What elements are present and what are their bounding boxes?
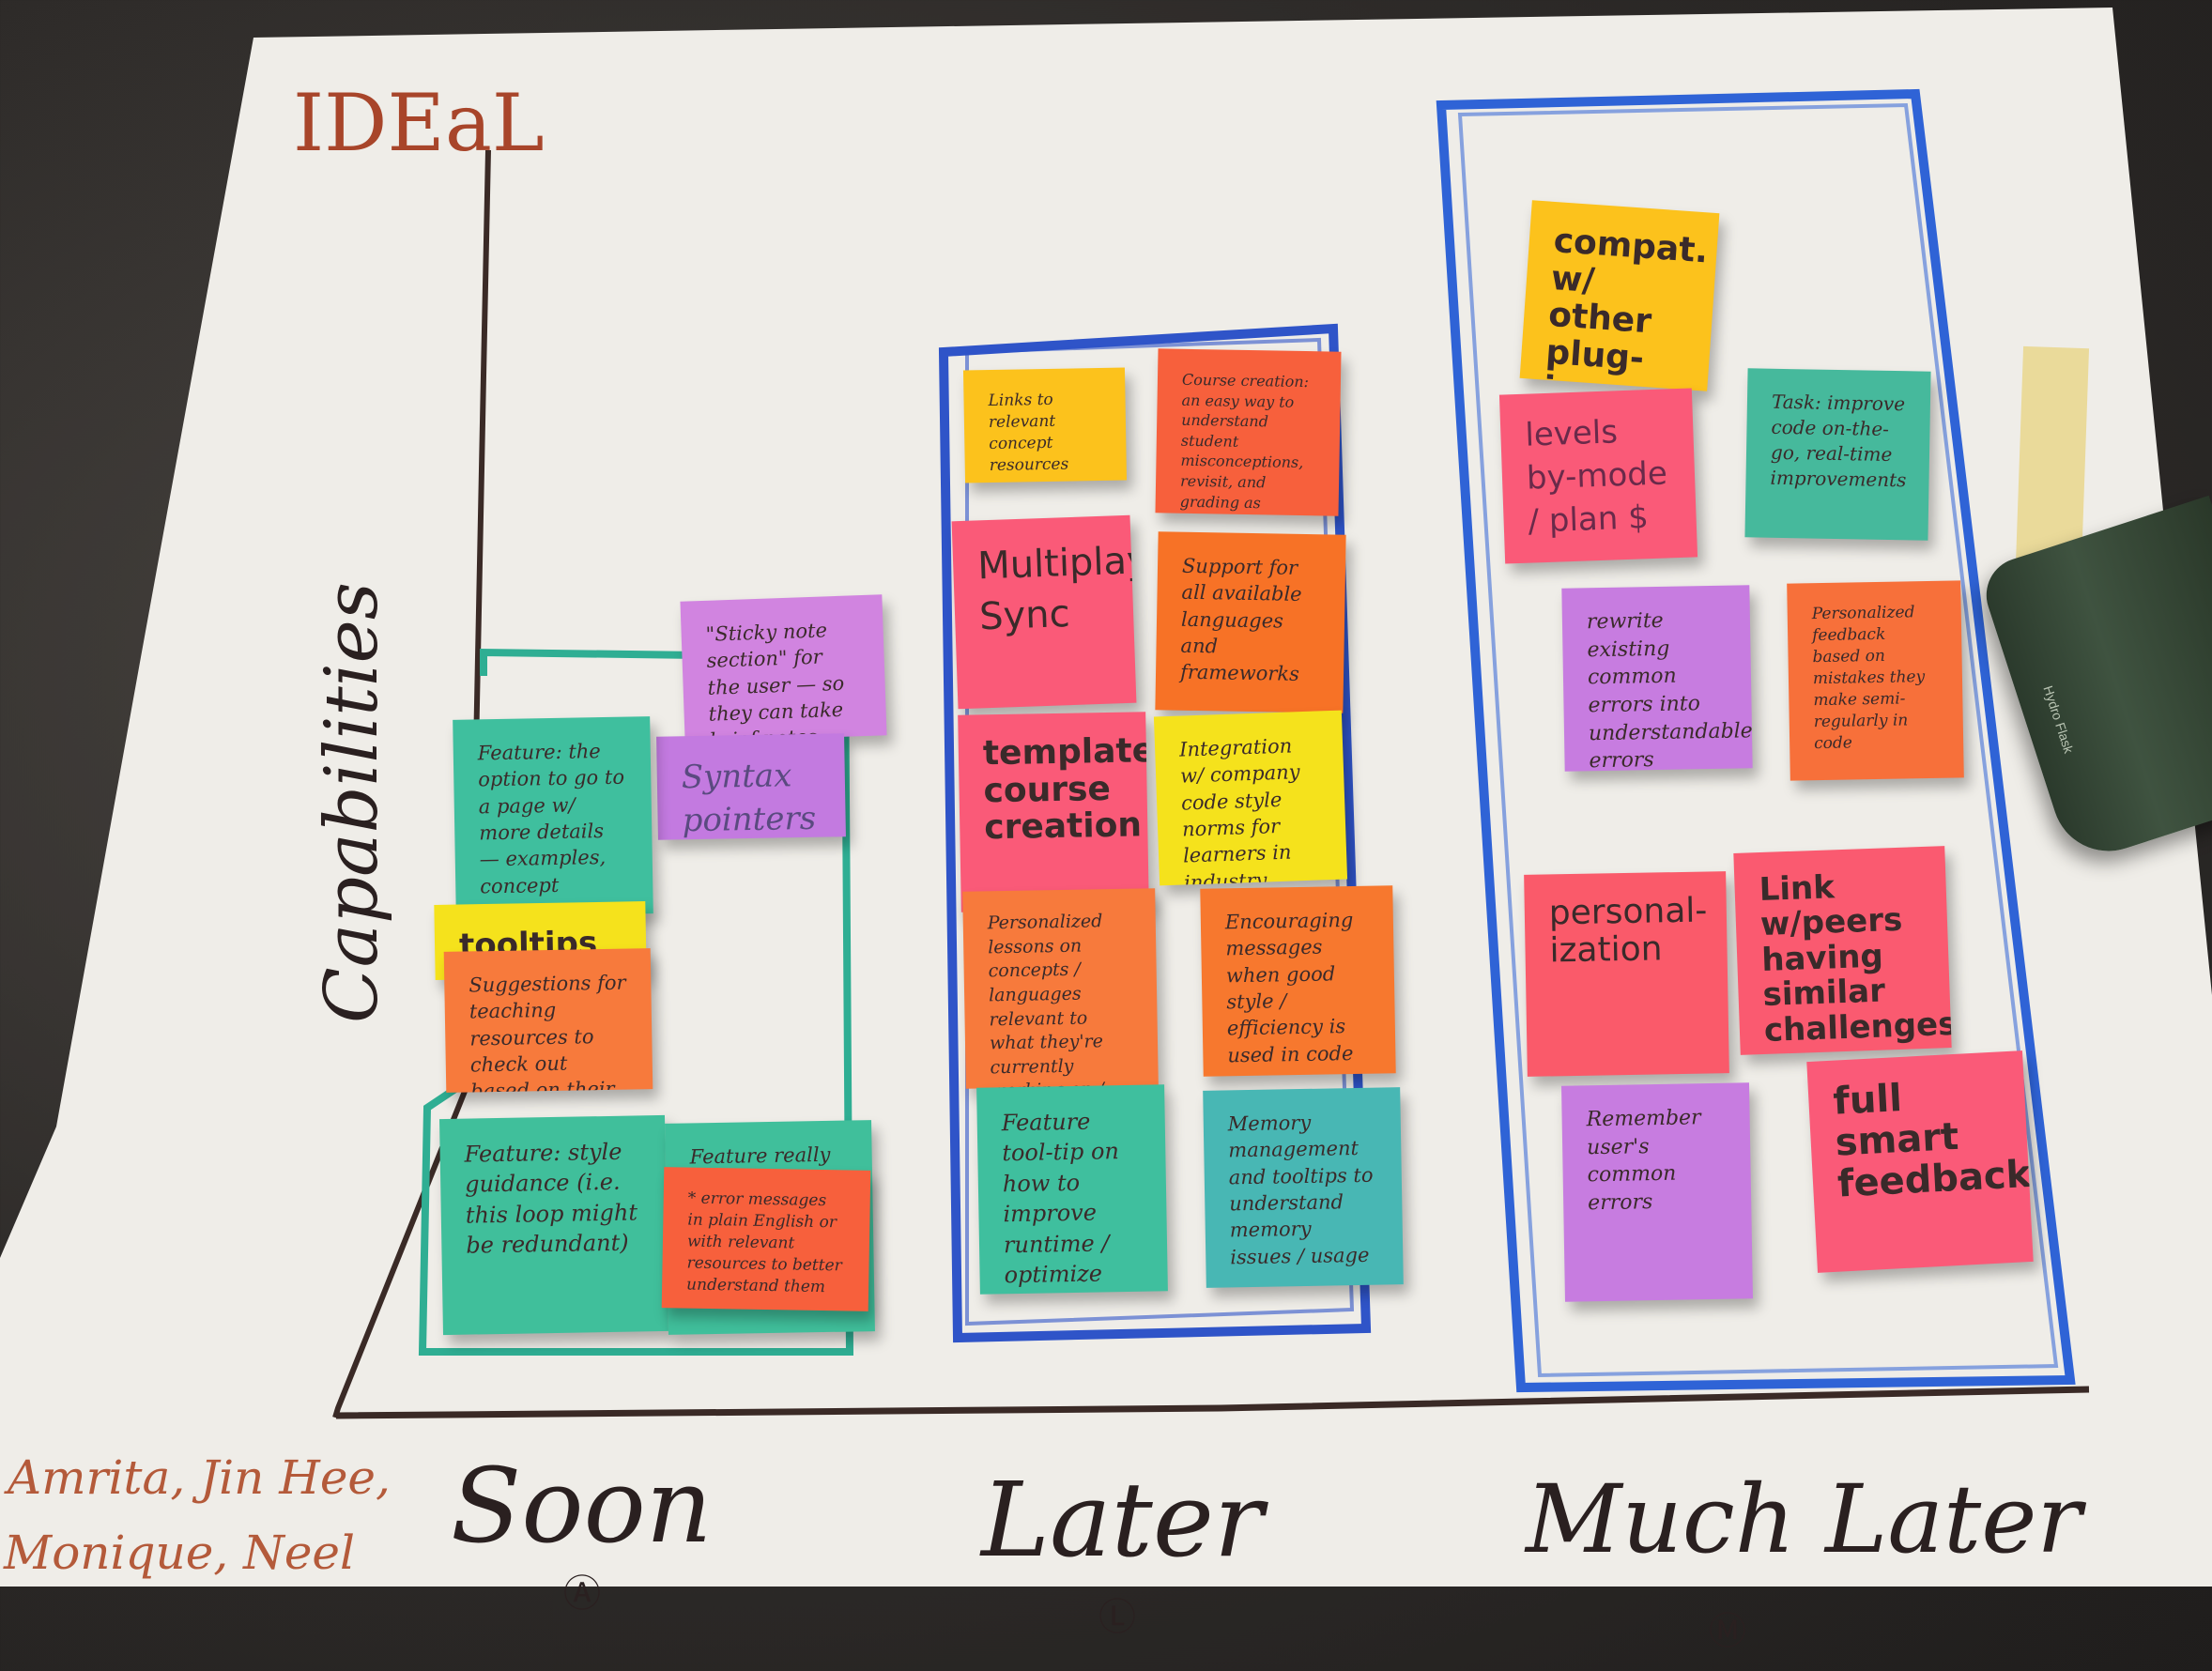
board-title: IDEaL (293, 77, 545, 169)
note-support-languages: Support for all available languages and … (1155, 531, 1346, 713)
note-remember-errors: Remember user's common errors (1561, 1082, 1753, 1302)
note-runtime-tooltip: Feature tool-tip on how to improve runti… (976, 1084, 1168, 1295)
much-later-frame (1436, 88, 2076, 1393)
column-marker-soon: Ⓐ (563, 1572, 601, 1616)
note-compat-plugins: compat. w/ other plug-ins (1519, 200, 1720, 391)
note-personalization: personal-ization (1524, 871, 1729, 1077)
authors-line-1: Amrita, Jin Hee, (8, 1450, 391, 1505)
note-links-resources: Links to relevant concept resources (962, 367, 1128, 483)
column-label-later: Later (981, 1460, 1264, 1580)
note-error-messages: * error messages in plain English or wit… (661, 1167, 871, 1311)
note-personalized-feedback: Personalized feedback based on mistakes … (1787, 580, 1964, 781)
note-style-guidance: Feature: style guidance (i.e. this loop … (439, 1114, 668, 1336)
note-encouraging: Encouraging messages when good style / e… (1200, 885, 1396, 1077)
note-course-creation: Course creation: an easy way to understa… (1155, 348, 1342, 516)
soon-frame (418, 648, 854, 1356)
note-multiplayer: Multiplayer Sync (951, 514, 1137, 710)
note-syntax-pointers: Syntax pointers (656, 733, 846, 840)
note-smart-feedback: full smart feedback (1806, 1050, 2034, 1273)
note-templated-course: templated course creation (958, 712, 1149, 912)
note-sticky-section: "Sticky note section" for the user — so … (680, 594, 887, 743)
later-frame (938, 323, 1372, 1343)
note-integration: Integration w/ company code style norms … (1153, 710, 1348, 886)
column-label-much-later: Much Later (1526, 1464, 2082, 1574)
note-personalized-lessons: Personalized lessons on concepts / langu… (962, 888, 1159, 1089)
y-axis-label: Capabilities (310, 582, 394, 1023)
column-label-soon: Soon (451, 1446, 713, 1566)
x-axis-line (335, 1386, 2090, 1419)
note-task-improve: Task: improve code on-the-go, real-time … (1744, 368, 1931, 541)
column-marker-much-later: Ⓜ (1709, 1610, 1746, 1653)
note-feature-page: Feature: the option to go to a page w/ m… (453, 716, 653, 917)
note-suggestions: Suggestions for teaching resources to ch… (443, 948, 653, 1093)
flask-label: Hydro Flask (2040, 683, 2077, 756)
note-memory-management: Memory management and tooltips to unders… (1203, 1087, 1404, 1288)
note-rewrite-errors: rewrite existing common errors into unde… (1561, 585, 1753, 772)
note-levels: levels by-mode / plan $ (1498, 388, 1698, 564)
column-marker-later: Ⓛ (1098, 1596, 1136, 1639)
authors-line-2: Monique, Neel (4, 1525, 355, 1580)
note-link-peers: Link w/peers having similar challenges (1733, 846, 1952, 1055)
